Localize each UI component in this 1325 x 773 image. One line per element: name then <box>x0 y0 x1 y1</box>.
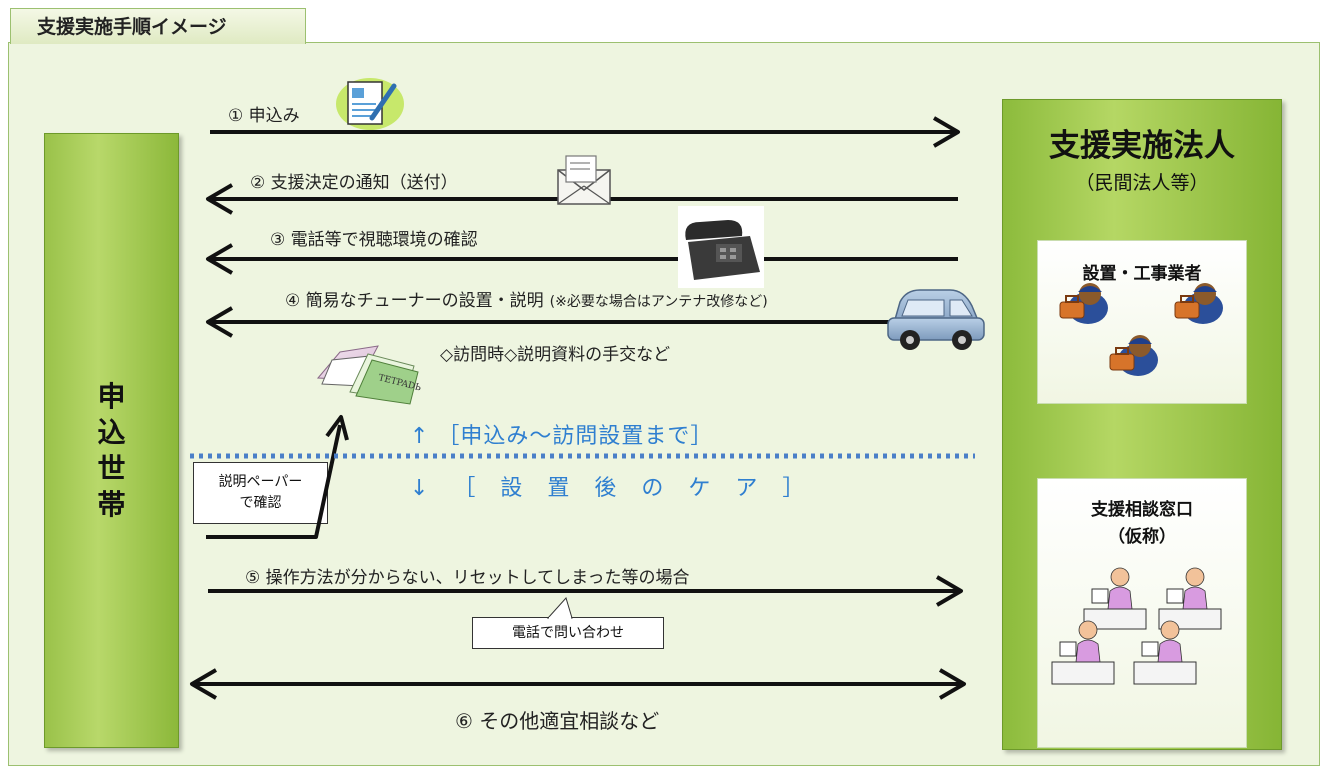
household-label: 申 込 世 帯 <box>97 380 126 521</box>
phase-before-label: ↑ ［申込み～訪問設置まで］ <box>410 424 714 449</box>
paper-callout: 説明ペーパー で確認 <box>193 462 328 524</box>
telephone-icon <box>678 206 764 288</box>
envelope-icon <box>557 155 611 205</box>
step-6-label: ⑥ その他適宜相談など <box>455 709 660 733</box>
organization-subtitle: （民間法人等） <box>1075 172 1209 194</box>
arrow-step-3 <box>206 243 958 275</box>
header-title: 支援実施手順イメージ <box>37 16 227 38</box>
application-form-icon <box>336 78 404 130</box>
document-book-icon: TETPADЬ <box>316 345 422 405</box>
paper-callout-line2: で確認 <box>239 495 282 511</box>
phone-callout-text: 電話で問い合わせ <box>512 625 624 641</box>
arrow-step-4 <box>206 306 900 338</box>
frame-top-line <box>306 42 1320 43</box>
step-4-main: ④ 簡易なチューナーの設置・説明 <box>285 291 544 311</box>
construction-workers-icon <box>1059 283 1223 376</box>
step-4-label: ④ 簡易なチューナーの設置・説明 (※必要な場合はアンテナ改修など) <box>285 286 768 311</box>
step-3-label: ③ 電話等で視聴環境の確認 <box>270 230 478 250</box>
step-1-label: ① 申込み <box>228 106 300 126</box>
call-center-operators-icon <box>1051 567 1222 685</box>
arrow-step-6 <box>190 668 966 700</box>
phone-callout-tail <box>546 597 573 619</box>
phase-after-label: ↓ ［ 設 置 後 の ケ ア ］ <box>410 476 814 501</box>
car-icon <box>887 289 985 350</box>
paper-callout-line1: 説明ペーパー <box>218 474 303 490</box>
installer-title: 設置・工事業者 <box>1082 264 1202 284</box>
arrow-to-document <box>206 415 349 539</box>
desk-title-line1: 支援相談窓口 <box>1091 500 1193 520</box>
arrow-step-1 <box>210 116 960 148</box>
header-tab: 支援実施手順イメージ <box>10 8 306 44</box>
household-box: 申 込 世 帯 <box>44 133 179 748</box>
step-4-note: (※必要な場合はアンテナ改修など) <box>549 294 768 310</box>
visit-note-label: ◇訪問時◇説明資料の手交など <box>440 345 671 365</box>
desk-title-line2: （仮称） <box>1108 527 1176 547</box>
step-5-label: ⑤ 操作方法が分からない、リセットしてしまった等の場合 <box>245 568 690 588</box>
organization-title: 支援実施法人 <box>1049 128 1235 164</box>
arrow-step-5 <box>208 575 963 607</box>
phone-callout: 電話で問い合わせ <box>472 617 664 649</box>
step-2-label: ② 支援決定の通知（送付） <box>250 173 458 193</box>
